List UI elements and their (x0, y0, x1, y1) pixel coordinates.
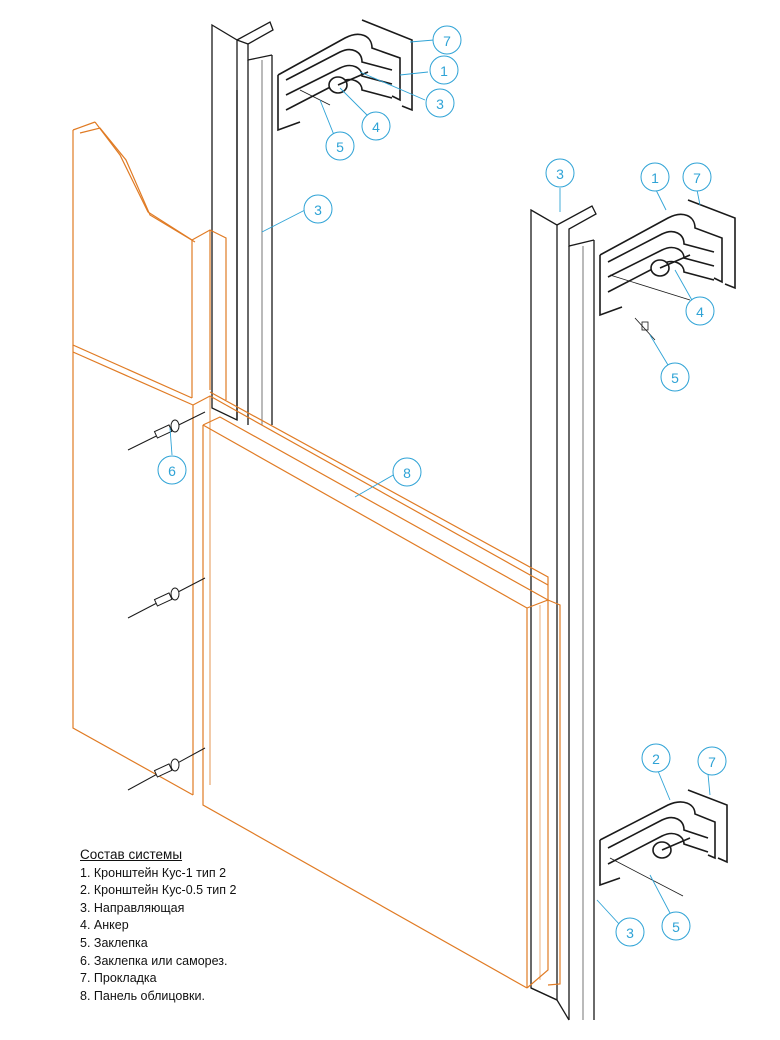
callout-bubble-icon (432, 25, 462, 55)
callout-3-16: 3 (615, 917, 645, 947)
bracket-upper-left (277, 19, 413, 132)
callout-7-9: 7 (682, 162, 712, 192)
callout-bubble-icon (685, 296, 715, 326)
callout-number: 5 (671, 370, 679, 386)
callout-number: 6 (168, 463, 176, 479)
callout-number: 3 (436, 96, 444, 112)
callout-bubble-icon (361, 111, 391, 141)
callout-bubble-icon (425, 88, 455, 118)
callout-3-6: 3 (303, 194, 333, 224)
callout-7-15: 7 (697, 746, 727, 776)
callout-number: 7 (693, 170, 701, 186)
legend-item-7: 7. Прокладка (80, 971, 157, 986)
callout-number: 3 (556, 166, 564, 182)
legend: Состав системы 1. Кронштейн Кус-1 тип 2 … (80, 846, 236, 1005)
callout-2-14: 2 (641, 743, 671, 773)
callout-bubble-icon (682, 162, 712, 192)
callout-4-10: 4 (685, 296, 715, 326)
bracket-middle-right (599, 199, 736, 341)
callout-bubble-icon (303, 194, 333, 224)
callout-bubble-icon (545, 158, 575, 188)
callout-1-2: 1 (429, 55, 459, 85)
callout-6-12: 6 (157, 455, 187, 485)
legend-item-4: 4. Анкер (80, 918, 129, 933)
guide-rail-upper (211, 21, 274, 425)
cladding-panels (72, 121, 561, 989)
legend-item-1: 1. Кронштейн Кус-1 тип 2 (80, 865, 227, 880)
bracket-lower-right (599, 789, 728, 897)
legend-item-5: 5. Заклепка (80, 935, 148, 950)
callout-number: 5 (336, 139, 344, 155)
callout-number: 3 (314, 202, 322, 218)
callout-bubble-icon (429, 55, 459, 85)
legend-item-3: 3. Направляющая (80, 900, 185, 915)
callout-bubble-icon (325, 131, 355, 161)
callout-5-11: 5 (660, 362, 690, 392)
callout-3-3: 3 (425, 88, 455, 118)
callout-number: 1 (651, 170, 659, 186)
callout-layer: 7 1 3 4 5 3 3 1 7 4 5 6 8 2 7 3 5 (157, 25, 727, 947)
callout-number: 8 (403, 465, 411, 481)
callout-number: 3 (626, 925, 634, 941)
callout-bubble-icon (640, 162, 670, 192)
legend-title: Состав системы (80, 847, 183, 862)
callout-number: 7 (443, 33, 451, 49)
callout-5-17: 5 (661, 911, 691, 941)
callout-bubble-icon (661, 911, 691, 941)
callout-4-4: 4 (361, 111, 391, 141)
legend-item-8: 8. Панель облицовки. (80, 988, 205, 1003)
callout-number: 2 (652, 751, 660, 767)
callout-number: 1 (440, 63, 448, 79)
leader-lines (169, 39, 711, 926)
callout-bubble-icon (392, 457, 422, 487)
callout-bubble-icon (157, 455, 187, 485)
callout-5-5: 5 (325, 131, 355, 161)
legend-item-6: 6. Заклепка или саморез. (80, 953, 228, 968)
callout-number: 5 (672, 919, 680, 935)
callout-bubble-icon (660, 362, 690, 392)
legend-item-2: 2. Кронштейн Кус-0.5 тип 2 (80, 883, 237, 898)
callout-7-1: 7 (432, 25, 462, 55)
callout-number: 7 (708, 754, 716, 770)
callout-3-7: 3 (545, 158, 575, 188)
callout-1-8: 1 (640, 162, 670, 192)
callout-bubble-icon (615, 917, 645, 947)
guide-rail-lower (530, 205, 597, 1021)
callout-number: 4 (696, 304, 704, 320)
callout-8-13: 8 (392, 457, 422, 487)
callout-bubble-icon (641, 743, 671, 773)
callout-number: 4 (372, 119, 380, 135)
fasteners-left (127, 411, 206, 791)
callout-bubble-icon (697, 746, 727, 776)
